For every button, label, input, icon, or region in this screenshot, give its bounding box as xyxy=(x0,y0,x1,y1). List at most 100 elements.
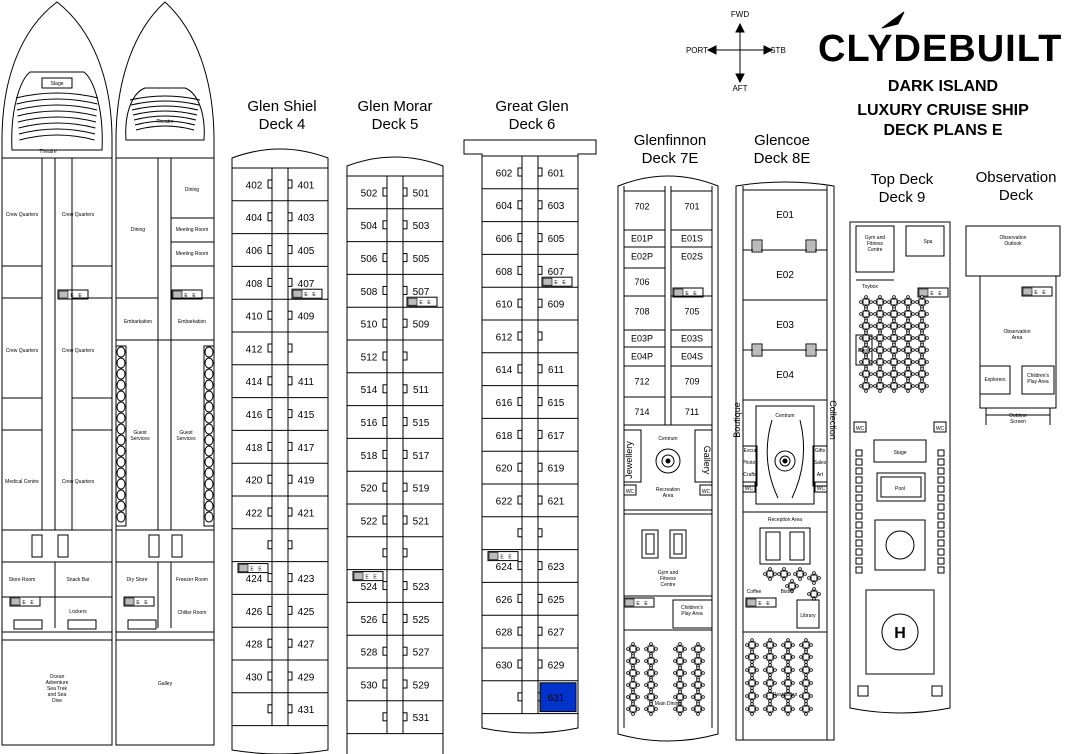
observation-outlook: Outlook xyxy=(1004,241,1022,247)
chair xyxy=(798,577,802,581)
door xyxy=(267,507,273,517)
gym-and-fitness: Centre xyxy=(660,582,675,588)
door xyxy=(287,704,293,714)
chair xyxy=(873,300,877,304)
chair xyxy=(887,300,891,304)
chair xyxy=(887,384,891,388)
lounger xyxy=(937,521,945,529)
deck-6-header[interactable]: Great Glen Deck 6 xyxy=(482,98,582,134)
porthole xyxy=(204,412,214,424)
lounger xyxy=(937,539,945,547)
chair xyxy=(804,689,808,693)
door xyxy=(382,220,388,230)
wc: WC xyxy=(817,486,826,492)
ocean-adventure: Adventure xyxy=(46,680,69,686)
chair xyxy=(673,695,677,699)
deck-7-header[interactable]: Glenfinnon Deck 7E xyxy=(615,132,725,168)
chair xyxy=(901,348,905,352)
chair xyxy=(920,295,924,299)
chair xyxy=(803,572,807,576)
door xyxy=(517,298,523,308)
bench xyxy=(13,619,43,630)
door xyxy=(382,253,388,263)
chair xyxy=(859,336,863,340)
porthole xyxy=(204,423,214,435)
deck-9-header[interactable]: Top Deck Deck 9 xyxy=(852,171,952,207)
chair xyxy=(873,348,877,352)
cabin-610: 610 xyxy=(496,300,513,311)
lift-block xyxy=(623,597,655,608)
chair xyxy=(920,367,924,371)
door xyxy=(287,310,293,320)
chair xyxy=(626,683,630,687)
ocean-adventure: Sea Trek xyxy=(47,686,68,692)
cabin-412: 412 xyxy=(246,344,263,355)
porthole xyxy=(116,401,126,413)
deck-table xyxy=(862,358,870,366)
stair xyxy=(148,534,160,558)
cabin-416: 416 xyxy=(246,410,263,421)
door xyxy=(402,548,408,558)
door xyxy=(267,212,273,222)
chair xyxy=(878,307,882,311)
chair xyxy=(750,699,754,703)
chair xyxy=(683,695,687,699)
chair xyxy=(683,683,687,687)
suite-E03: E03 xyxy=(776,320,794,331)
chair xyxy=(773,707,777,711)
door xyxy=(382,613,388,623)
jewellery-room xyxy=(623,429,642,483)
door xyxy=(402,515,408,525)
deck-4-header[interactable]: Glen Shiel Deck 4 xyxy=(232,98,332,134)
seat-row xyxy=(16,98,98,105)
door xyxy=(382,351,388,361)
chair xyxy=(859,300,863,304)
chair xyxy=(869,312,873,316)
gym-and-fitness: Gym and xyxy=(865,235,886,241)
cabin-429: 429 xyxy=(298,672,315,683)
seat-row xyxy=(134,120,196,126)
cabin-526: 526 xyxy=(361,615,378,626)
deck-table xyxy=(876,382,884,390)
deck-10-header[interactable]: Observation Deck xyxy=(966,169,1066,205)
chair xyxy=(755,694,759,698)
chair xyxy=(878,367,882,371)
chair xyxy=(745,681,749,685)
chair xyxy=(873,324,877,328)
door xyxy=(287,573,293,583)
door xyxy=(287,245,293,255)
dining-table xyxy=(647,705,655,713)
deck-7-name: Glenfinnon xyxy=(633,132,707,149)
cabin-430: 430 xyxy=(246,672,263,683)
main-dining: Main Dining xyxy=(655,701,682,707)
deck-9-number: Deck 9 xyxy=(878,189,926,206)
chair xyxy=(631,678,635,682)
chair xyxy=(892,379,896,383)
wc: WC xyxy=(626,489,635,495)
cabin-417: 417 xyxy=(298,443,315,454)
deck-table xyxy=(876,298,884,306)
deck-table xyxy=(904,382,912,390)
deck-8-header[interactable]: Glencoe Deck 8E xyxy=(732,132,832,168)
wc xyxy=(742,481,756,493)
door xyxy=(537,233,543,243)
deck-table xyxy=(918,370,926,378)
cabin-531: 531 xyxy=(413,713,430,724)
door xyxy=(287,507,293,517)
cabin-624: 624 xyxy=(496,562,513,573)
cabin-E01P: E01P xyxy=(631,234,653,244)
restaurant-table xyxy=(802,641,810,649)
deck-table xyxy=(918,346,926,354)
cabin-609: 609 xyxy=(548,300,565,311)
cabin-630: 630 xyxy=(496,660,513,671)
dining-table xyxy=(676,669,684,677)
chair xyxy=(781,694,785,698)
deck-5-name: Glen Morar xyxy=(357,98,433,115)
galley: Galley xyxy=(158,681,173,687)
chair xyxy=(906,355,910,359)
door xyxy=(517,593,523,603)
fountain xyxy=(885,530,915,560)
chair xyxy=(887,312,891,316)
deck-5-header[interactable]: Glen Morar Deck 5 xyxy=(345,98,445,134)
wc xyxy=(853,421,867,433)
